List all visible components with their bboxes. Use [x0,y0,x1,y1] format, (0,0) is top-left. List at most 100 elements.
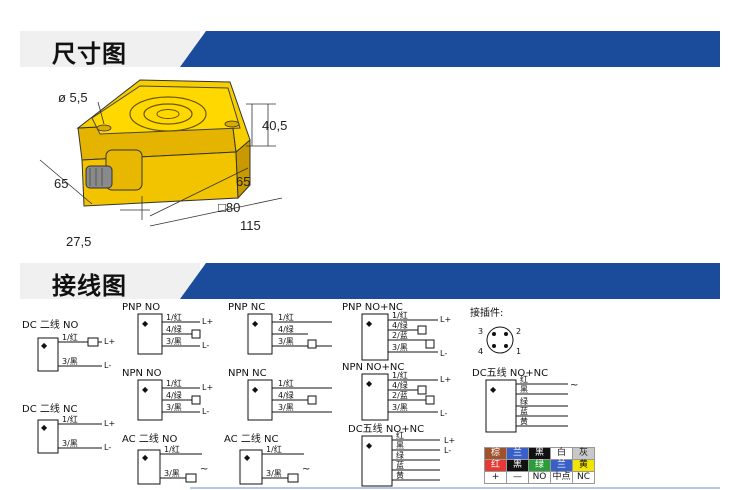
diagram-ac2-nc: AC 二线 NC ◆ 1/红 3/黑 ~ [224,432,310,485]
terminal-label: L+ [202,383,213,392]
terminal-label: L- [440,409,447,418]
color-table-cell: NO [528,471,551,484]
pin-label: 1 [516,347,521,356]
svg-text:◆: ◆ [41,341,48,350]
target-face-outer [129,96,207,132]
wire-label: 1/红 [62,414,78,424]
terminal-label: L- [104,443,111,452]
sensor-symbol [361,313,389,361]
dimensions-banner: 尺寸图 [20,31,720,68]
target-face-inner [143,103,193,125]
wire-label: 3/黑 [392,403,408,412]
diagram-dc5-nonc-ac: DC五线 NO+NC ◆ 红 黑 绿 蓝 黄 ~ [472,366,578,433]
wire-label: 绿 [396,451,404,460]
wire-label: 4/绿 [278,391,294,400]
dim-square: □80 [218,200,240,215]
ac-symbol: ~ [200,464,208,475]
wire-label: 黑 [396,441,404,450]
wire-label: 3/黑 [164,469,180,478]
terminal-label: L+ [440,315,451,324]
terminal-label: L+ [440,375,451,384]
mounting-hole [224,120,240,128]
color-table-cell: 灰 [572,447,595,460]
wire-label: 红 [396,430,404,440]
dim-length: 115 [240,218,261,233]
diagram-npn-no: NPN NO ◆ 1/红 4/绿 3/黑 L+ L- [122,368,213,421]
terminal-label: L+ [202,317,213,326]
wire-label: 1/红 [278,312,294,322]
wire-label: 1/红 [166,312,182,322]
diagram-title: DC 二线 NC [22,402,78,415]
terminal-label: L+ [104,419,115,428]
wire-label: 3/黑 [166,337,182,346]
color-table-cell: 绿 [528,459,551,472]
pin-label: 4 [478,347,483,356]
sensor-symbol [361,373,389,421]
color-table-cell: + [484,471,507,484]
sensor-symbol [137,379,163,421]
wire-label: 绿 [520,397,528,406]
wire-label: 4/绿 [392,321,408,330]
diagram-pnp-no: PNP NO ◆ 1/红 4/绿 3/黑 L+ L- [122,302,213,355]
wire-label: 红 [520,374,528,384]
terminal-label: L- [444,446,451,455]
diagram-title: PNP NO+NC [342,302,403,313]
dim-side-left: 65 [54,176,68,191]
wire-label: 黑 [520,385,528,394]
dim-offset: 27,5 [66,234,91,249]
color-table-cell: — [506,471,529,484]
wire-label: 3/黑 [278,337,294,346]
sensor-symbol [361,435,393,487]
color-table-row: 棕兰黑白灰 [484,447,595,460]
color-table-cell: 棕 [484,447,507,460]
wire-label: 4/绿 [392,381,408,390]
connector-housing [105,149,143,191]
sensor-body [76,79,251,207]
dimensions-title: 尺寸图 [52,39,127,68]
diagram-title: DC 二线 NO [22,318,79,331]
sensor-symbol [137,313,163,355]
diagram-title: NPN NO+NC [342,362,404,373]
wire-label: 1/红 [392,310,408,320]
wire-label: 2/蓝 [392,390,408,400]
pin-label: 3 [478,327,483,336]
wire-label: 黄 [396,470,404,480]
diagram-title: AC 二线 NC [224,432,278,445]
ac-symbol: ~ [570,380,578,391]
diagram-title: PNP NC [228,302,265,313]
color-table-cell: 黄 [572,459,595,472]
svg-text:◆: ◆ [490,385,497,394]
diagram-dc5-nonc: DC五线 NO+NC ◆ 红 黑 绿 蓝 黄 L+ L- [348,422,455,487]
sensor-symbol [37,419,59,454]
wiring-title: 接线图 [52,271,127,300]
diagram-dc2-nc: DC 二线 NC ◆ 1/红 3/黑 L+ L- [22,402,115,454]
terminal-label: L+ [104,337,115,346]
wire-label: 1/红 [278,378,294,388]
svg-text:◆: ◆ [142,319,149,328]
color-table-cell: 中点 [550,471,573,484]
dimension-lines [39,101,283,227]
diagram-title: PNP NO [122,302,160,313]
wire-label: 1/红 [62,332,78,342]
diagram-title: NPN NC [228,368,267,379]
terminal-label: L- [202,341,209,350]
color-table-cell: 黑 [528,447,551,460]
color-table-cell: 红 [484,459,507,472]
cable-gland-icon [85,165,113,189]
wire-label: 黄 [520,416,528,426]
wire-label: 3/黑 [266,469,282,478]
wire-label: 4/绿 [166,325,182,334]
terminal-label: L- [202,407,209,416]
connector-icon [486,326,514,354]
diagram-dc2-no: DC 二线 NO ◆ 1/红 3/黑 L+ L- [22,318,115,372]
dim-height: 40,5 [262,118,287,133]
wire-label: 3/黑 [62,439,78,448]
wire-label: 4/绿 [166,391,182,400]
svg-text:◆: ◆ [252,319,259,328]
sensor-symbol [37,337,59,372]
wire-label: 1/红 [164,444,180,454]
svg-text:◆: ◆ [244,453,251,462]
terminal-label: L- [104,361,111,370]
diagram-title: DC五线 NO+NC [472,366,548,379]
